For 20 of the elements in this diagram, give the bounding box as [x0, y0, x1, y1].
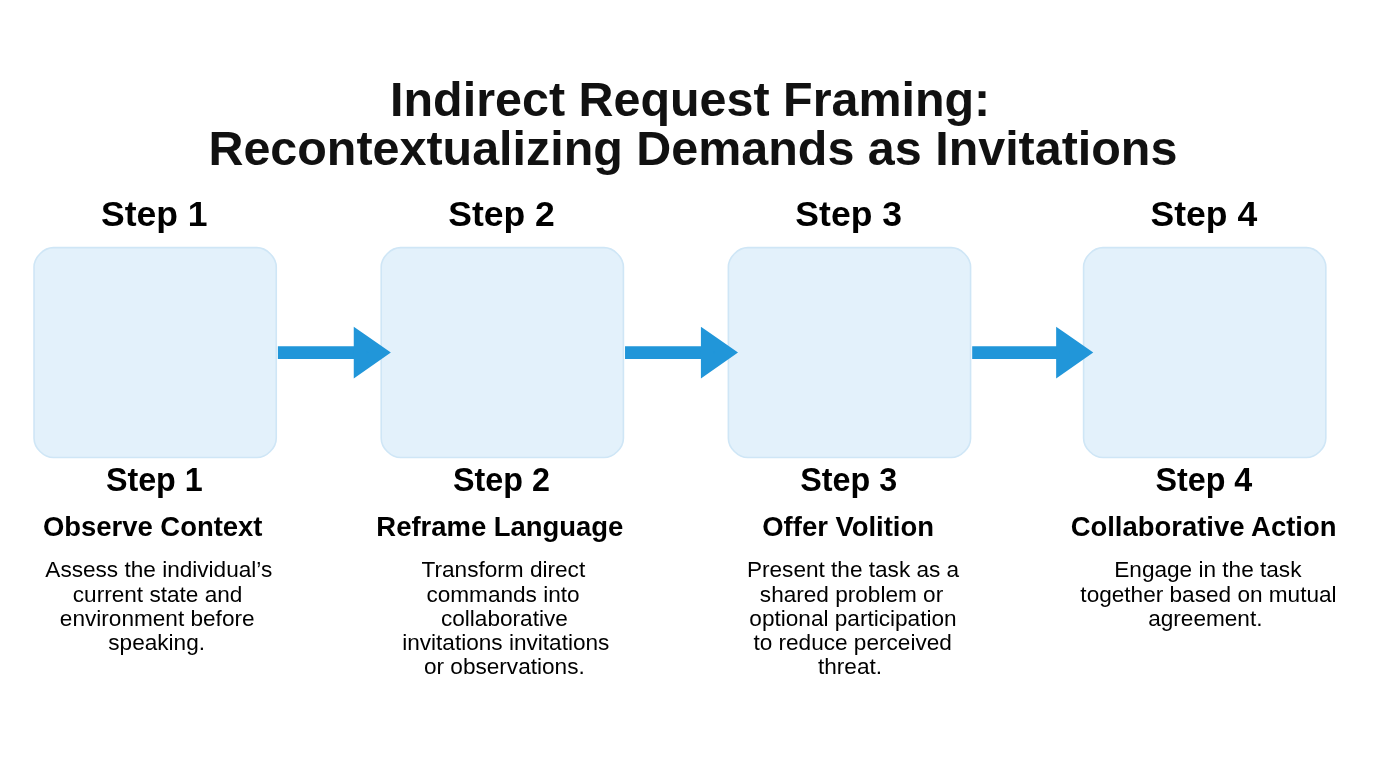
arrow	[277, 326, 391, 379]
node-label: Observe Context	[42, 510, 263, 542]
node-label: Engage in the task together based on mutual agreement.	[1080, 556, 1337, 631]
arrow	[625, 326, 738, 379]
node-label: Step 4	[1155, 461, 1253, 498]
node-label: Offer Volition	[762, 510, 935, 542]
node-label: Step 3	[800, 461, 898, 498]
node-label: Step 4	[1150, 193, 1258, 234]
node-label: Assess the individual’s current state and environment before speaking.	[45, 556, 273, 655]
node-label: Transform direct commands into collaborative invitations invitations or observations.	[402, 556, 610, 679]
node-label: Collaborative Action	[1070, 510, 1337, 542]
node-label: Present the task as a shared problem or optional participation to reduce perceived threat.	[746, 556, 960, 679]
node-label: Reframe Language	[376, 510, 624, 542]
diagram-title: Indirect Request Framing: Recontextualizing Demands as Invitations	[208, 71, 1178, 174]
node-label: Step 1	[105, 461, 203, 498]
node-label: Step 2	[453, 461, 550, 498]
arrow	[972, 326, 1094, 379]
node-label: Step 1	[101, 193, 208, 234]
node-label: Step 2	[448, 193, 555, 234]
node-label: Step 3	[795, 193, 902, 234]
